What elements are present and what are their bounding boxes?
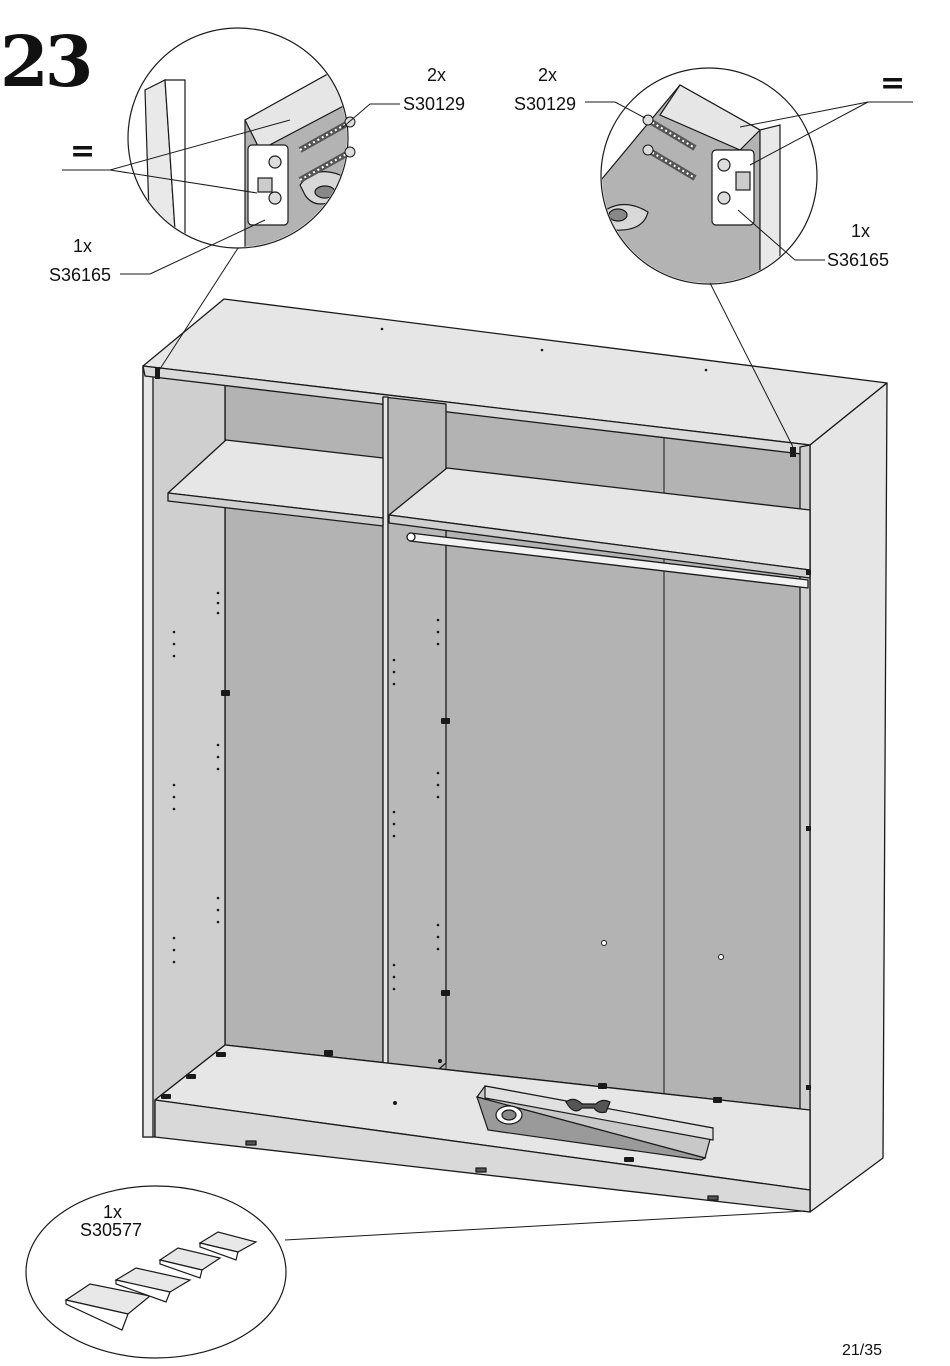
left-equal-sign: = [70,134,96,169]
spirit-level-tool [476,1085,714,1161]
left-connector-qty: 1x [73,236,93,256]
hole-markings [155,327,811,1162]
wedge-code: S30577 [80,1220,143,1240]
detail-callout-left [62,27,400,373]
wardrobe [142,298,888,1213]
left-connector-code: S36165 [49,265,112,285]
page-number: 21/35 [841,1342,882,1359]
right-side-panel [809,382,888,1213]
right-equal-sign: = [880,66,906,101]
left-screws-qty: 2x [427,65,447,85]
left-screws-code: S30129 [403,94,466,114]
right-connector-code: S36165 [827,250,890,270]
detail-callout-wedges [25,1185,806,1359]
step-number: 23 [0,20,93,103]
detail-callout-right [585,67,913,448]
right-screws-qty: 2x [538,65,558,85]
wedge-qty: 1x [103,1202,123,1222]
right-connector-qty: 1x [851,221,871,241]
right-screws-code: S30129 [514,94,577,114]
